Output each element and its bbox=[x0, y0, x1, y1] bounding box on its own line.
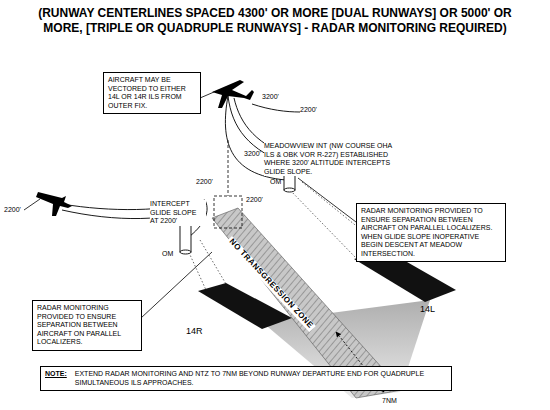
fix-note: MEADOWVIEW INT (NW COURSE OHA ILS & OBK … bbox=[264, 142, 404, 176]
leader-line bbox=[24, 199, 40, 210]
callout-box: AIRCRAFT MAY BE VECTORED TO EITHER 14L O… bbox=[103, 72, 201, 114]
outer-marker bbox=[284, 188, 295, 192]
altitude-label: 2200' bbox=[246, 196, 263, 205]
altitude-label: 2200' bbox=[4, 206, 21, 215]
callout-text: AIRCRAFT MAY BE VECTORED TO EITHER 14L O… bbox=[108, 76, 196, 110]
outer-marker bbox=[180, 222, 191, 252]
dashed-guide bbox=[228, 140, 229, 196]
altitude-label: 3200' bbox=[244, 150, 261, 159]
leader-line bbox=[24, 92, 356, 318]
callout-box: RADAR MONITORING PROVIDED TO ENSURE SEPA… bbox=[356, 203, 506, 262]
altitude-label: 3200' bbox=[262, 93, 279, 102]
marker-label: OM bbox=[270, 178, 281, 187]
callout-text: RADAR MONITORING PROVIDED TO ENSURE SEPA… bbox=[37, 304, 137, 347]
note-box: NOTE: EXTEND RADAR MONITORING AND NTZ TO … bbox=[40, 366, 452, 391]
runway-label: 14R bbox=[186, 326, 203, 336]
intercept-note: INTERCEPT GLIDE SLOPE AT 2200' bbox=[150, 200, 206, 226]
aircraft bbox=[36, 192, 72, 216]
note-heading: NOTE: bbox=[45, 370, 67, 379]
leader-line bbox=[200, 92, 214, 98]
leader-line bbox=[141, 252, 212, 318]
outer-marker bbox=[180, 250, 191, 254]
dashed-guide bbox=[214, 196, 242, 228]
leader-line bbox=[298, 178, 356, 222]
diagram-title: (RUNWAY CENTERLINES SPACED 4300' OR MORE… bbox=[20, 6, 530, 36]
altitude-label: 2200' bbox=[300, 106, 317, 115]
distance-label: 7NM bbox=[382, 397, 397, 406]
callout-box: RADAR MONITORING PROVIDED TO ENSURE SEPA… bbox=[32, 300, 142, 351]
altitude-label: 2200' bbox=[196, 178, 213, 187]
aircraft bbox=[212, 80, 254, 108]
marker-label: OM bbox=[162, 250, 173, 259]
flight-path bbox=[252, 104, 300, 112]
note-text: EXTEND RADAR MONITORING AND NTZ TO 7NM B… bbox=[75, 370, 447, 387]
callout-text: RADAR MONITORING PROVIDED TO ENSURE SEPA… bbox=[361, 207, 501, 258]
dashed-guide bbox=[214, 140, 242, 228]
runway-label: 14L bbox=[420, 304, 435, 314]
localizer-course bbox=[200, 240, 226, 284]
